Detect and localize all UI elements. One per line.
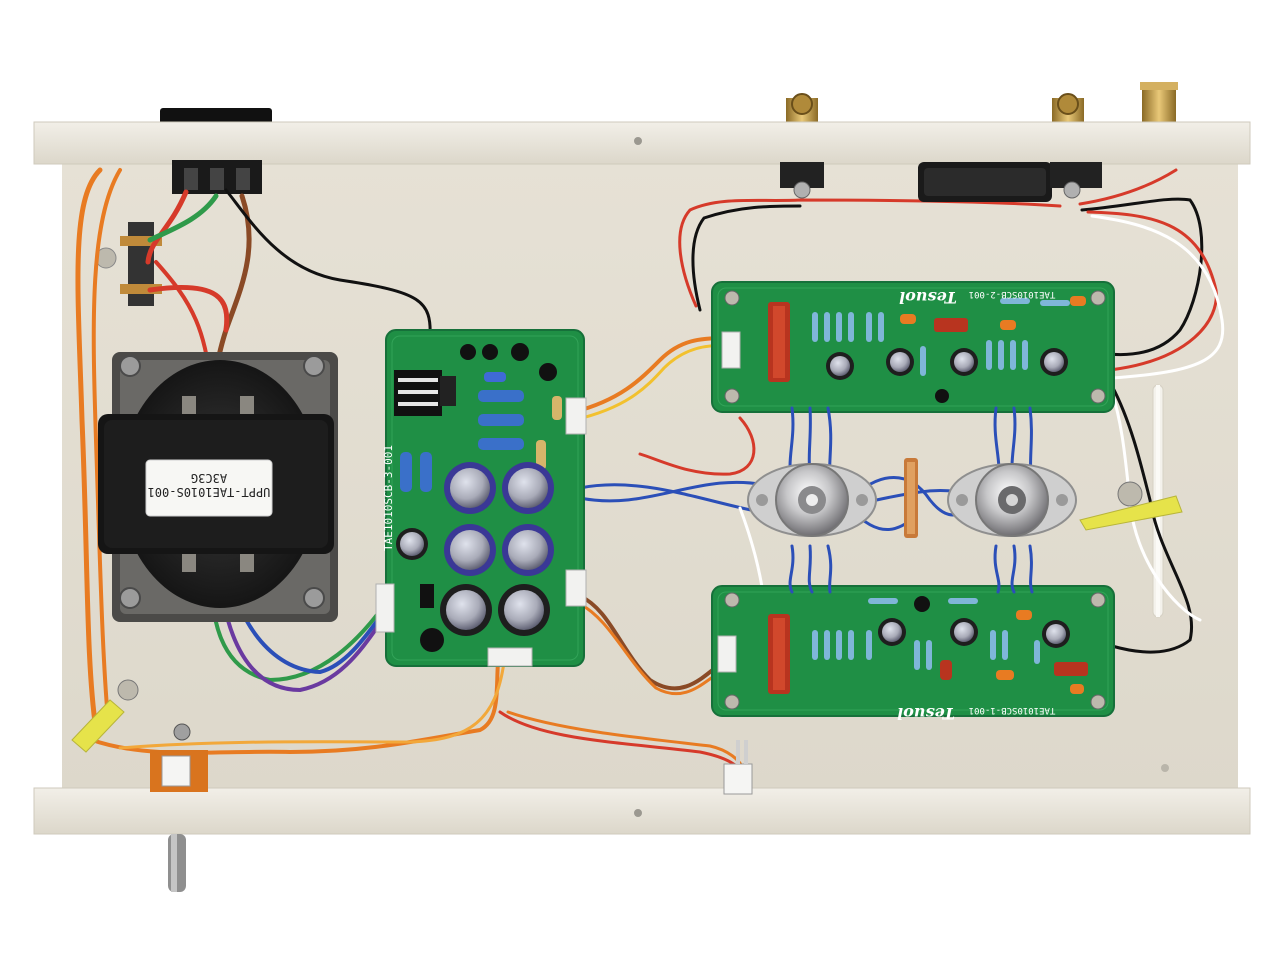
power-board-part-number: TAE1010SCB-3-001: [382, 445, 395, 551]
lower-board-part-number: TAE1010SCB-1-001: [969, 705, 1056, 715]
channel-board-upper: Tesuol TAE1010SCB-2-001: [711, 281, 1115, 413]
upper-board-part-number: TAE1010SCB-2-001: [969, 289, 1056, 299]
ground-lug: [1079, 481, 1183, 531]
lower-board-brand: Tesuol: [897, 704, 955, 723]
rear-rca-jacks: [786, 82, 1178, 122]
vacuum-tube-right: [947, 463, 1077, 537]
terminal-strip: [904, 458, 918, 538]
power-transformer: UPPT-TAE1010S-001 A3C3G: [98, 352, 338, 622]
rear-capacitor: [780, 162, 1102, 202]
filter-capacitors: [396, 462, 554, 652]
power-supply-board: TAE1010SCB-3-001: [375, 329, 587, 667]
wiring-harness: [75, 167, 1225, 772]
front-led-assembly: [150, 723, 753, 795]
power-toggle-lever: [168, 834, 186, 892]
upper-board-brand: Tesuol: [899, 288, 957, 307]
front-ground-lug: [71, 679, 139, 753]
channel-board-lower: Tesuol TAE1010SCB-1-001: [711, 585, 1115, 723]
iec-socket-terminals: [172, 160, 262, 194]
transformer-label-line2: A3C3G: [191, 471, 227, 485]
vacuum-tube-left: [747, 463, 877, 537]
transformer-label-line1: UPPT-TAE1010S-001: [148, 485, 271, 499]
